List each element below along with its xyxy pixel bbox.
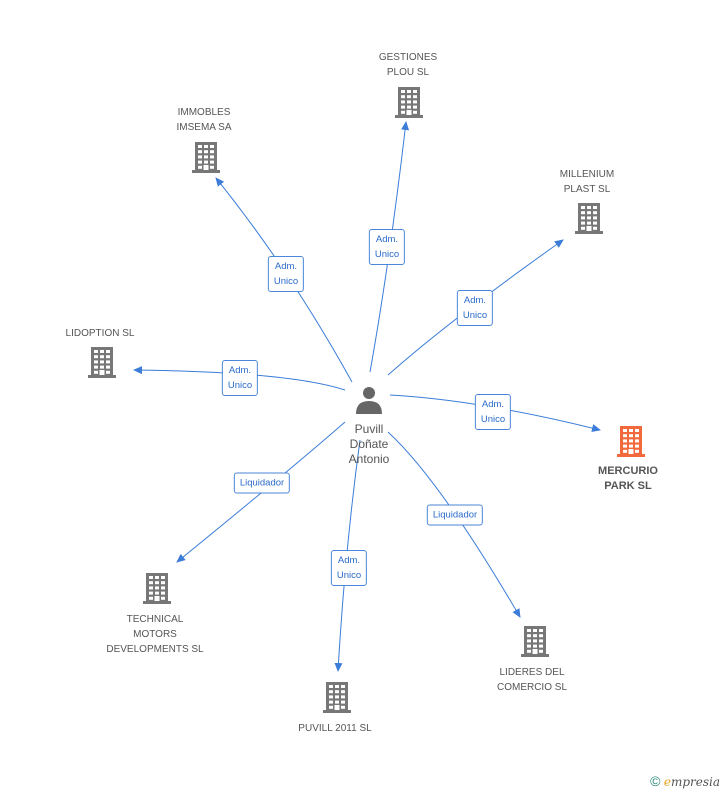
building-icon-immobles[interactable] — [192, 142, 220, 173]
company-label-gestiones[interactable]: GESTIONES PLOU SL — [378, 52, 438, 78]
edge-label-technical[interactable]: Liquidador — [233, 472, 291, 494]
edge-label-puvill2011[interactable]: Adm. Unico — [330, 550, 368, 586]
person-label[interactable]: Puvill Doñate Antonio — [348, 422, 390, 466]
company-label-millenium[interactable]: MILLENIUM PLAST SL — [559, 169, 615, 195]
building-icon-puvill2011[interactable] — [323, 682, 351, 713]
edge-lidoption — [133, 366, 346, 391]
footer-copyright: © empresia — [650, 773, 720, 789]
copyright-icon: © — [650, 773, 661, 789]
edge-label-mercurio[interactable]: Adm. Unico — [474, 394, 512, 430]
company-label-immobles[interactable]: IMMOBLES IMSEMA SA — [176, 107, 232, 133]
edge-lideres — [387, 431, 521, 618]
edge-label-lideres[interactable]: Liquidador — [426, 504, 484, 526]
building-icon-mercurio[interactable] — [617, 426, 645, 457]
company-label-technical[interactable]: TECHNICAL MOTORS DEVELOPMENTS SL — [106, 614, 204, 655]
company-label-lidoption[interactable]: LIDOPTION SL — [65, 328, 135, 339]
brand-logo: empresia — [663, 775, 720, 789]
edge-label-millenium[interactable]: Adm. Unico — [456, 290, 494, 326]
company-label-lideres[interactable]: LIDERES DEL COMERCIO SL — [496, 667, 568, 693]
company-label-mercurio[interactable]: MERCURIO PARK SL — [598, 465, 658, 492]
building-icon-technical[interactable] — [143, 573, 171, 604]
edge-label-gestiones[interactable]: Adm. Unico — [368, 229, 406, 265]
building-icon-lidoption[interactable] — [88, 347, 116, 378]
building-icon-millenium[interactable] — [575, 203, 603, 234]
building-icon-gestiones[interactable] — [395, 87, 423, 118]
person-icon[interactable] — [356, 387, 382, 414]
edge-label-immobles[interactable]: Adm. Unico — [267, 256, 305, 292]
building-icon-lideres[interactable] — [521, 626, 549, 657]
edge-label-lidoption[interactable]: Adm. Unico — [221, 360, 259, 396]
company-label-puvill2011[interactable]: PUVILL 2011 SL — [298, 723, 372, 734]
